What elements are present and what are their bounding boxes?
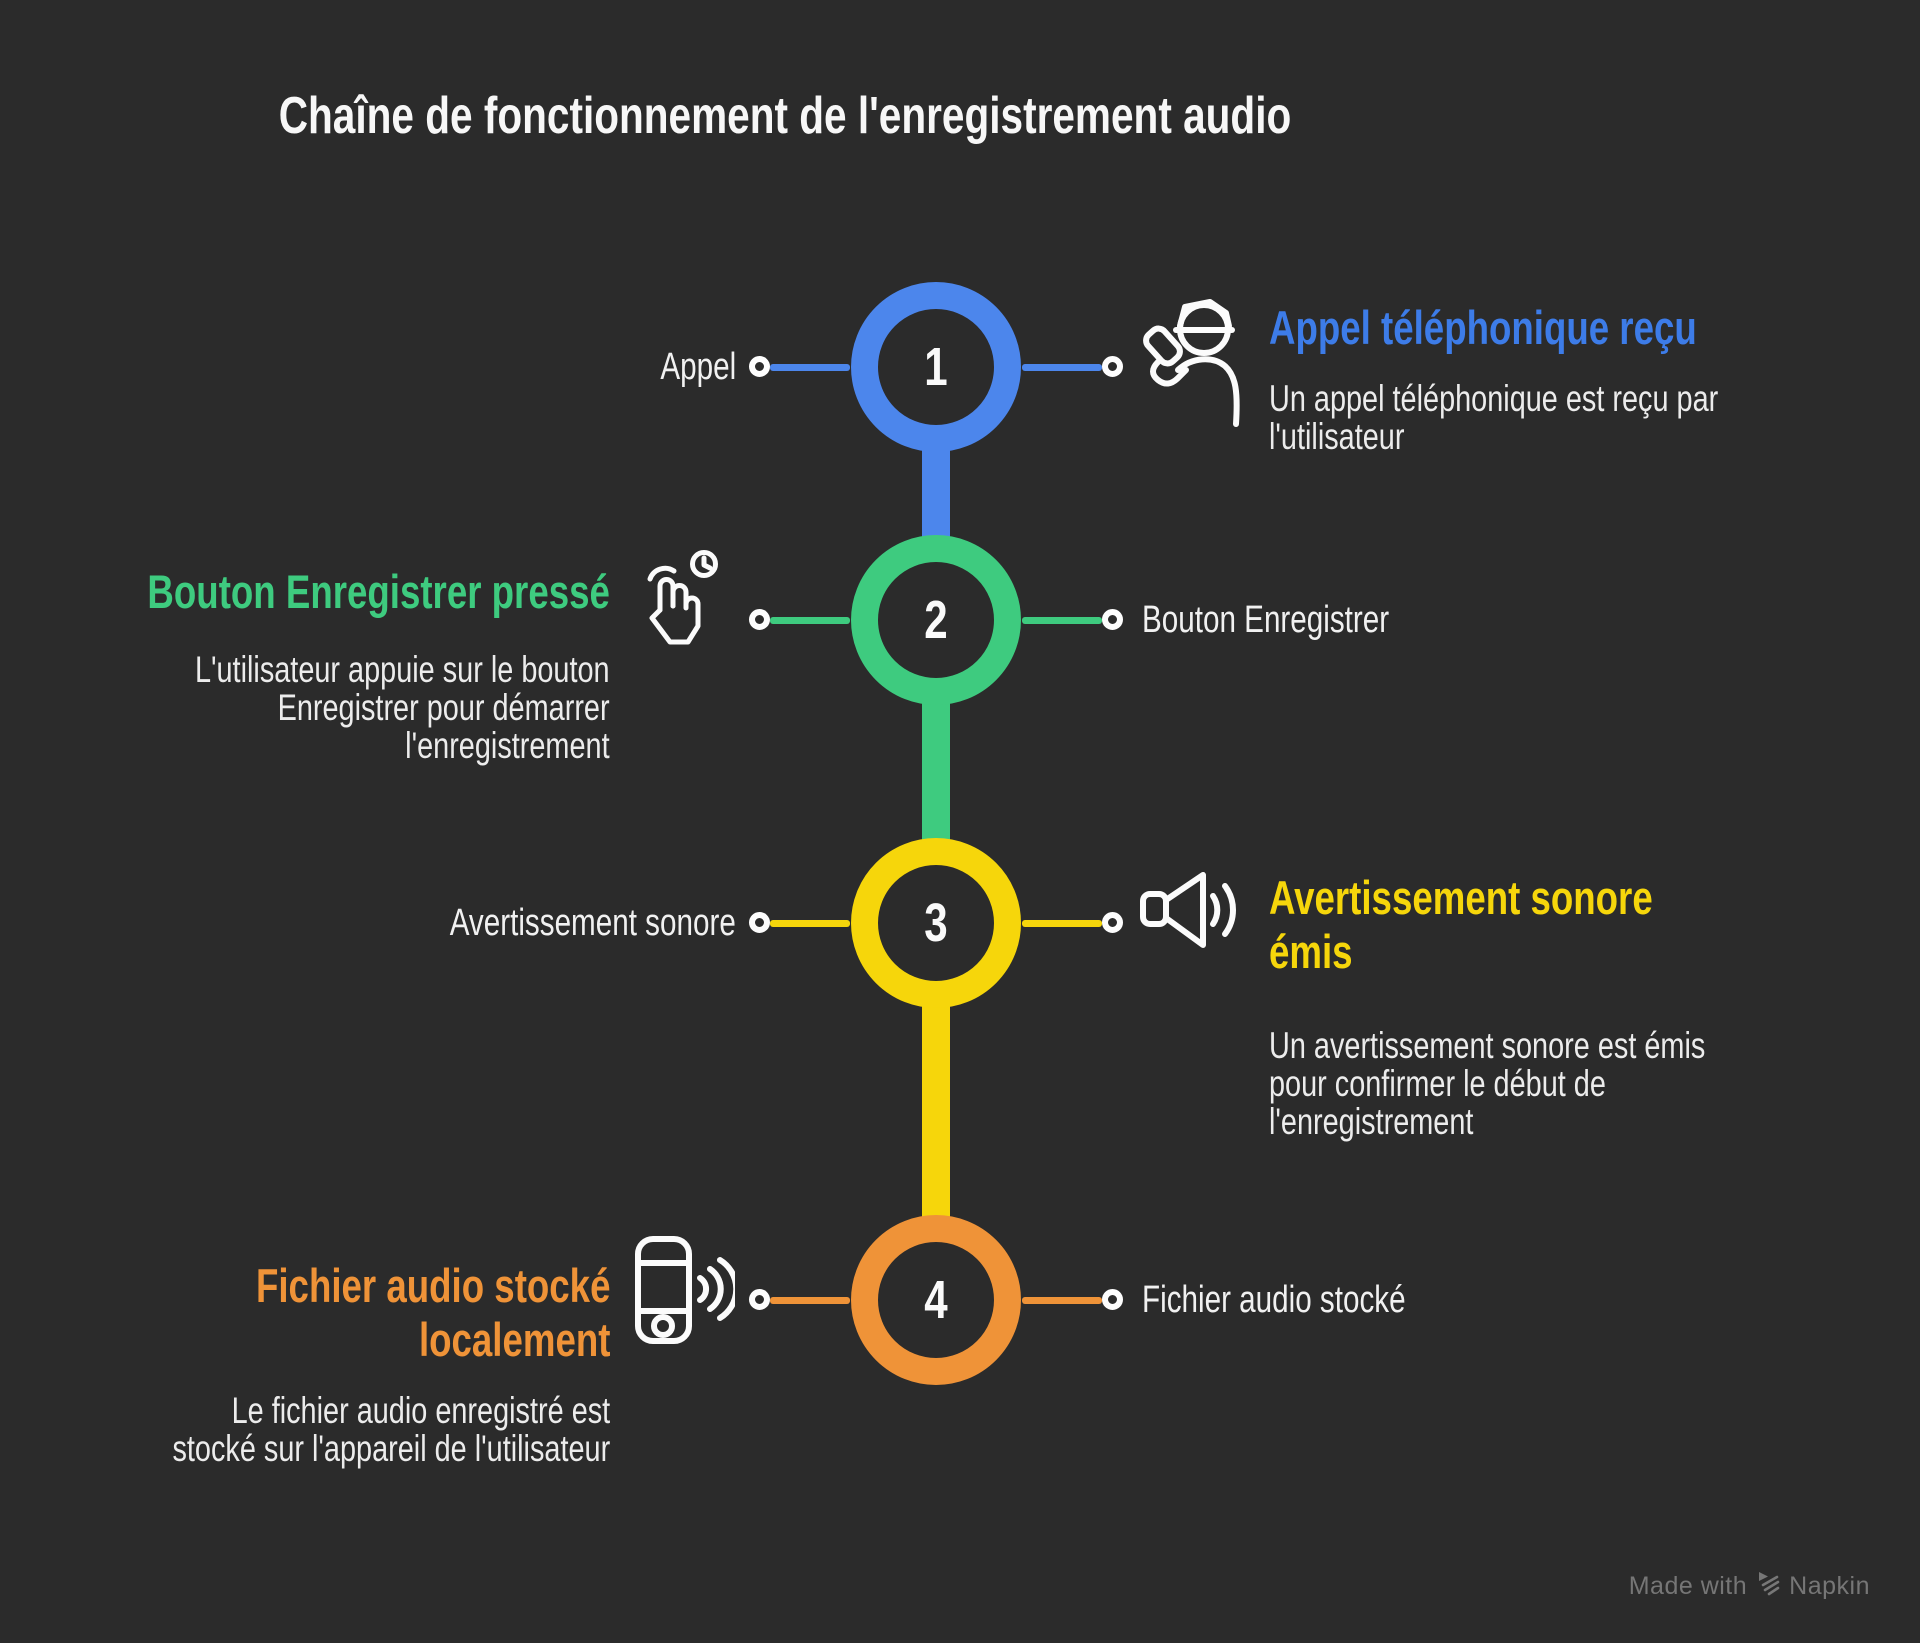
connector-step3-step4 — [922, 1001, 950, 1223]
step-3-right-dot — [1102, 912, 1123, 933]
step-3-heading: Avertissement sonore émis — [1269, 871, 1653, 978]
step-3-node: 3 — [851, 838, 1021, 1008]
page-title: Chaîne de fonctionnement de l'enregistre… — [278, 87, 1292, 145]
footer-brand-text: Napkin — [1789, 1572, 1870, 1600]
step-4-number: 4 — [924, 1270, 948, 1330]
step-4-right-line — [1022, 1297, 1102, 1304]
step-1-right-dot — [1102, 356, 1123, 377]
step-1-number: 1 — [924, 337, 948, 397]
person-on-phone-icon — [1136, 296, 1242, 442]
footer-made-with-text: Made with — [1628, 1572, 1748, 1600]
step-1-node-label: Appel — [660, 346, 736, 388]
step-3-right-line — [1022, 920, 1102, 927]
step-2-right-dot — [1102, 609, 1123, 630]
step-1-right-line — [1022, 364, 1102, 371]
napkin-logo-icon — [1756, 1570, 1780, 1603]
connector-step1-step2 — [922, 445, 950, 545]
step-4-node: 4 — [851, 1215, 1021, 1385]
footer-credit: Made with Napkin — [1629, 1570, 1870, 1603]
step-1-heading: Appel téléphonique reçu — [1269, 301, 1697, 354]
step-3-description: Un avertissement sonore est émis pour co… — [1269, 1025, 1706, 1142]
step-4-left-dot — [749, 1289, 770, 1310]
step-2-left-line — [770, 617, 850, 624]
step-4-right-dot — [1102, 1289, 1123, 1310]
step-1-left-dot — [749, 356, 770, 377]
step-4-heading: Fichier audio stocké localement — [255, 1259, 610, 1366]
step-2-heading: Bouton Enregistrer pressé — [147, 565, 610, 618]
speaker-sound-waves-icon — [1140, 868, 1236, 952]
step-2-node-label: Bouton Enregistrer — [1142, 599, 1390, 641]
audio-recorder-waves-icon — [635, 1236, 735, 1344]
step-1-left-line — [770, 364, 850, 371]
step-1-node: 1 — [851, 282, 1021, 452]
connector-step2-step3 — [922, 698, 950, 846]
step-2-node: 2 — [851, 535, 1021, 705]
step-1-description: Un appel téléphonique est reçu par l'uti… — [1269, 378, 1719, 457]
step-3-number: 3 — [924, 893, 948, 953]
step-3-node-label: Avertissement sonore — [449, 902, 736, 944]
step-2-description: L'utilisateur appuie sur le bouton Enreg… — [195, 649, 610, 766]
step-3-left-dot — [749, 912, 770, 933]
step-2-left-dot — [749, 609, 770, 630]
step-4-left-line — [770, 1297, 850, 1304]
step-2-number: 2 — [924, 590, 948, 650]
step-4-node-label: Fichier audio stocké — [1142, 1279, 1406, 1321]
step-2-right-line — [1022, 617, 1102, 624]
step-4-description: Le fichier audio enregistré est stocké s… — [172, 1390, 610, 1469]
two-finger-tap-clock-icon — [644, 550, 720, 656]
step-3-left-line — [770, 920, 850, 927]
